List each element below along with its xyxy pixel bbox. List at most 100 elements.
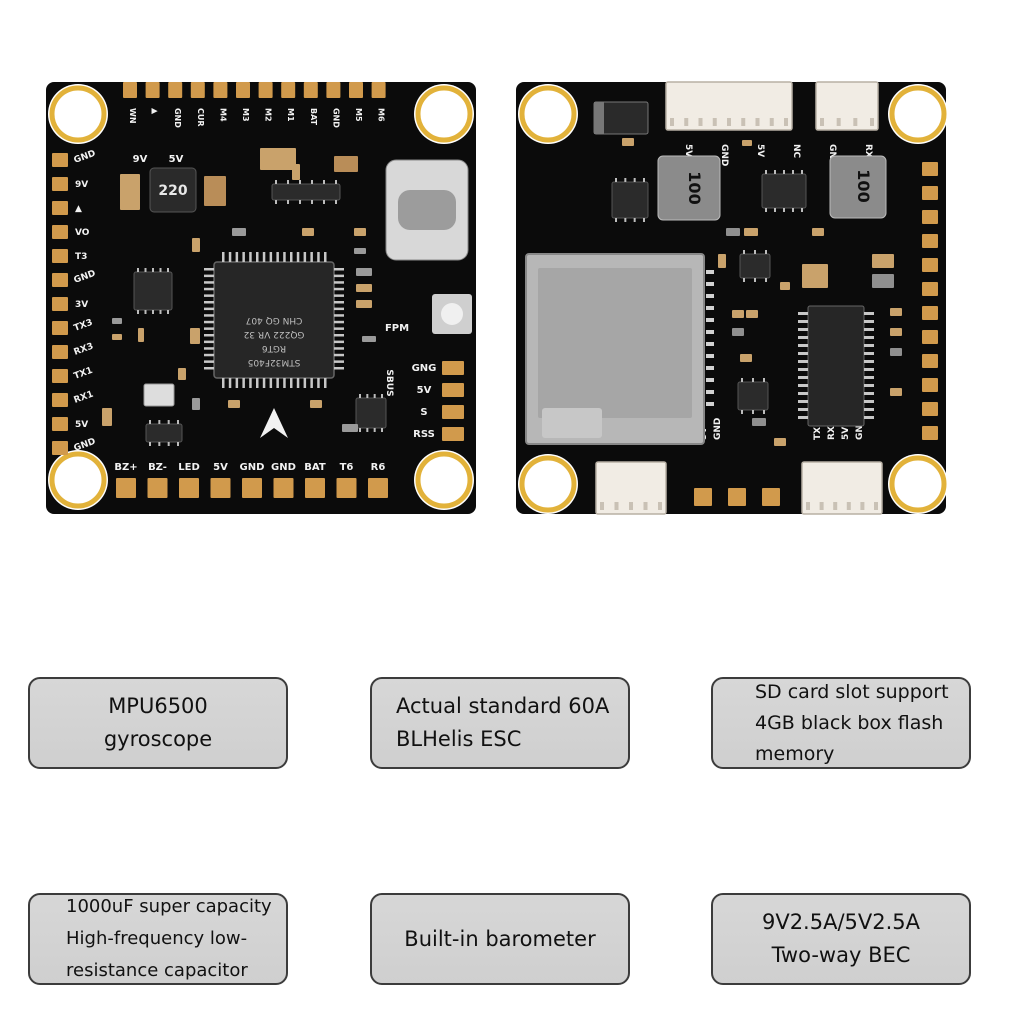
connector-pin [874,502,878,510]
feature-card-esc: Actual standard 60A BLHelis ESC [370,677,630,769]
connector-pin [684,118,689,126]
ic-pin [624,218,627,222]
sd-card-pin [706,354,714,358]
sd-card-pin [706,390,714,394]
flash-pin [798,416,808,419]
silkscreen-label: GND [855,418,865,440]
solder-pad [52,441,68,455]
smd-component [872,274,894,288]
mount-hole-ring [49,451,107,509]
ic-pin [159,310,162,314]
sd-card-slot-shield [538,268,692,418]
flight-controller-back-photo: 5VGND5VNCGNDRXTX1RX15VGNDTX3RX35VGND1001… [512,78,950,518]
smd-component [204,176,226,206]
ic-pin [624,178,627,182]
ic-pin [149,420,151,424]
sd-card-pin [706,366,714,370]
ic-pin [774,208,776,212]
smd-component [890,388,902,396]
smd-component [356,300,372,308]
connector-pin [698,118,703,126]
ic-pin [366,394,369,398]
ic-pin [643,178,645,182]
smd-component [120,174,140,210]
ic-pin [373,394,376,398]
smd-component [872,254,894,268]
silkscreen-label: M5 [354,108,363,122]
smd-component [260,148,296,170]
solder-pad [52,345,68,359]
mcu-pin [204,340,214,344]
ic-pin [167,268,169,272]
flash-pin [798,384,808,387]
silkscreen-label: T6 [340,462,354,473]
ic-pin [359,428,361,432]
solder-pad [922,162,938,176]
flash-pin [798,392,808,395]
mount-hole-cutout [888,84,948,144]
ic-pin [615,218,617,222]
silkscreen-label: M2 [264,108,273,122]
solder-pad [52,225,68,239]
mcu-pin [256,252,259,262]
solder-pad [922,258,938,272]
mcu-pin [242,378,245,388]
ic-pin [177,442,179,446]
mcu-pin [334,367,344,370]
feature-line: Actual standard 60A [396,694,610,718]
ic-pin [137,310,139,314]
ic-pin [743,250,745,254]
ic-pin [167,420,170,424]
flash-pin [798,336,808,339]
smd-component [292,164,300,180]
connector-pin [820,118,824,126]
smd-component [362,336,376,342]
ic-pin [323,200,325,204]
smd-component [742,140,752,146]
mcu-pin [334,314,344,317]
smd-component [746,310,758,318]
mcu-pin [204,320,214,324]
solder-pad [442,383,464,397]
ic-pin [299,180,301,184]
silkscreen-label: 220 [158,183,187,199]
mcu-pin [334,281,344,284]
ic-pin [754,278,756,282]
mcu-pin [256,378,259,388]
flash-pin [864,408,874,411]
mcu-pin [204,353,214,357]
mount-hole-cutout [518,84,578,144]
flash-pin [864,312,874,315]
ic-pin [287,180,289,184]
ic-pin [144,268,147,272]
mcu-pin [204,301,214,304]
feature-line: Built-in barometer [404,926,596,951]
smd-component [310,400,322,408]
sd-card-pin [706,318,714,322]
solder-pad [922,234,938,248]
silkscreen-label: 5V [841,427,851,440]
flash-memory-chip [807,305,865,427]
mount-hole-cutout [48,84,108,144]
silkscreen-label: GQ222 VR 32 [244,329,305,339]
connector-pin [741,118,746,126]
silkscreen-label: LED [178,462,200,473]
silkscreen-label: GND [827,144,837,166]
silkscreen-label: BAT [309,108,318,126]
silkscreen-label: R6 [371,462,386,473]
mcu-pin [204,287,214,291]
mcu-pin [296,378,300,388]
feature-line: SD card slot support [755,680,949,703]
ic-pin [335,200,337,204]
ic-pin [381,428,383,432]
connector-pin [600,502,604,510]
ic-pin [359,394,361,398]
silkscreen-label: T3 [75,252,87,262]
connector-pin [846,502,851,510]
mcu-pin [334,327,344,330]
solder-pad [52,153,68,167]
solder-pad [371,82,386,98]
mcu-pin [334,274,344,278]
solder-pad [442,361,464,375]
